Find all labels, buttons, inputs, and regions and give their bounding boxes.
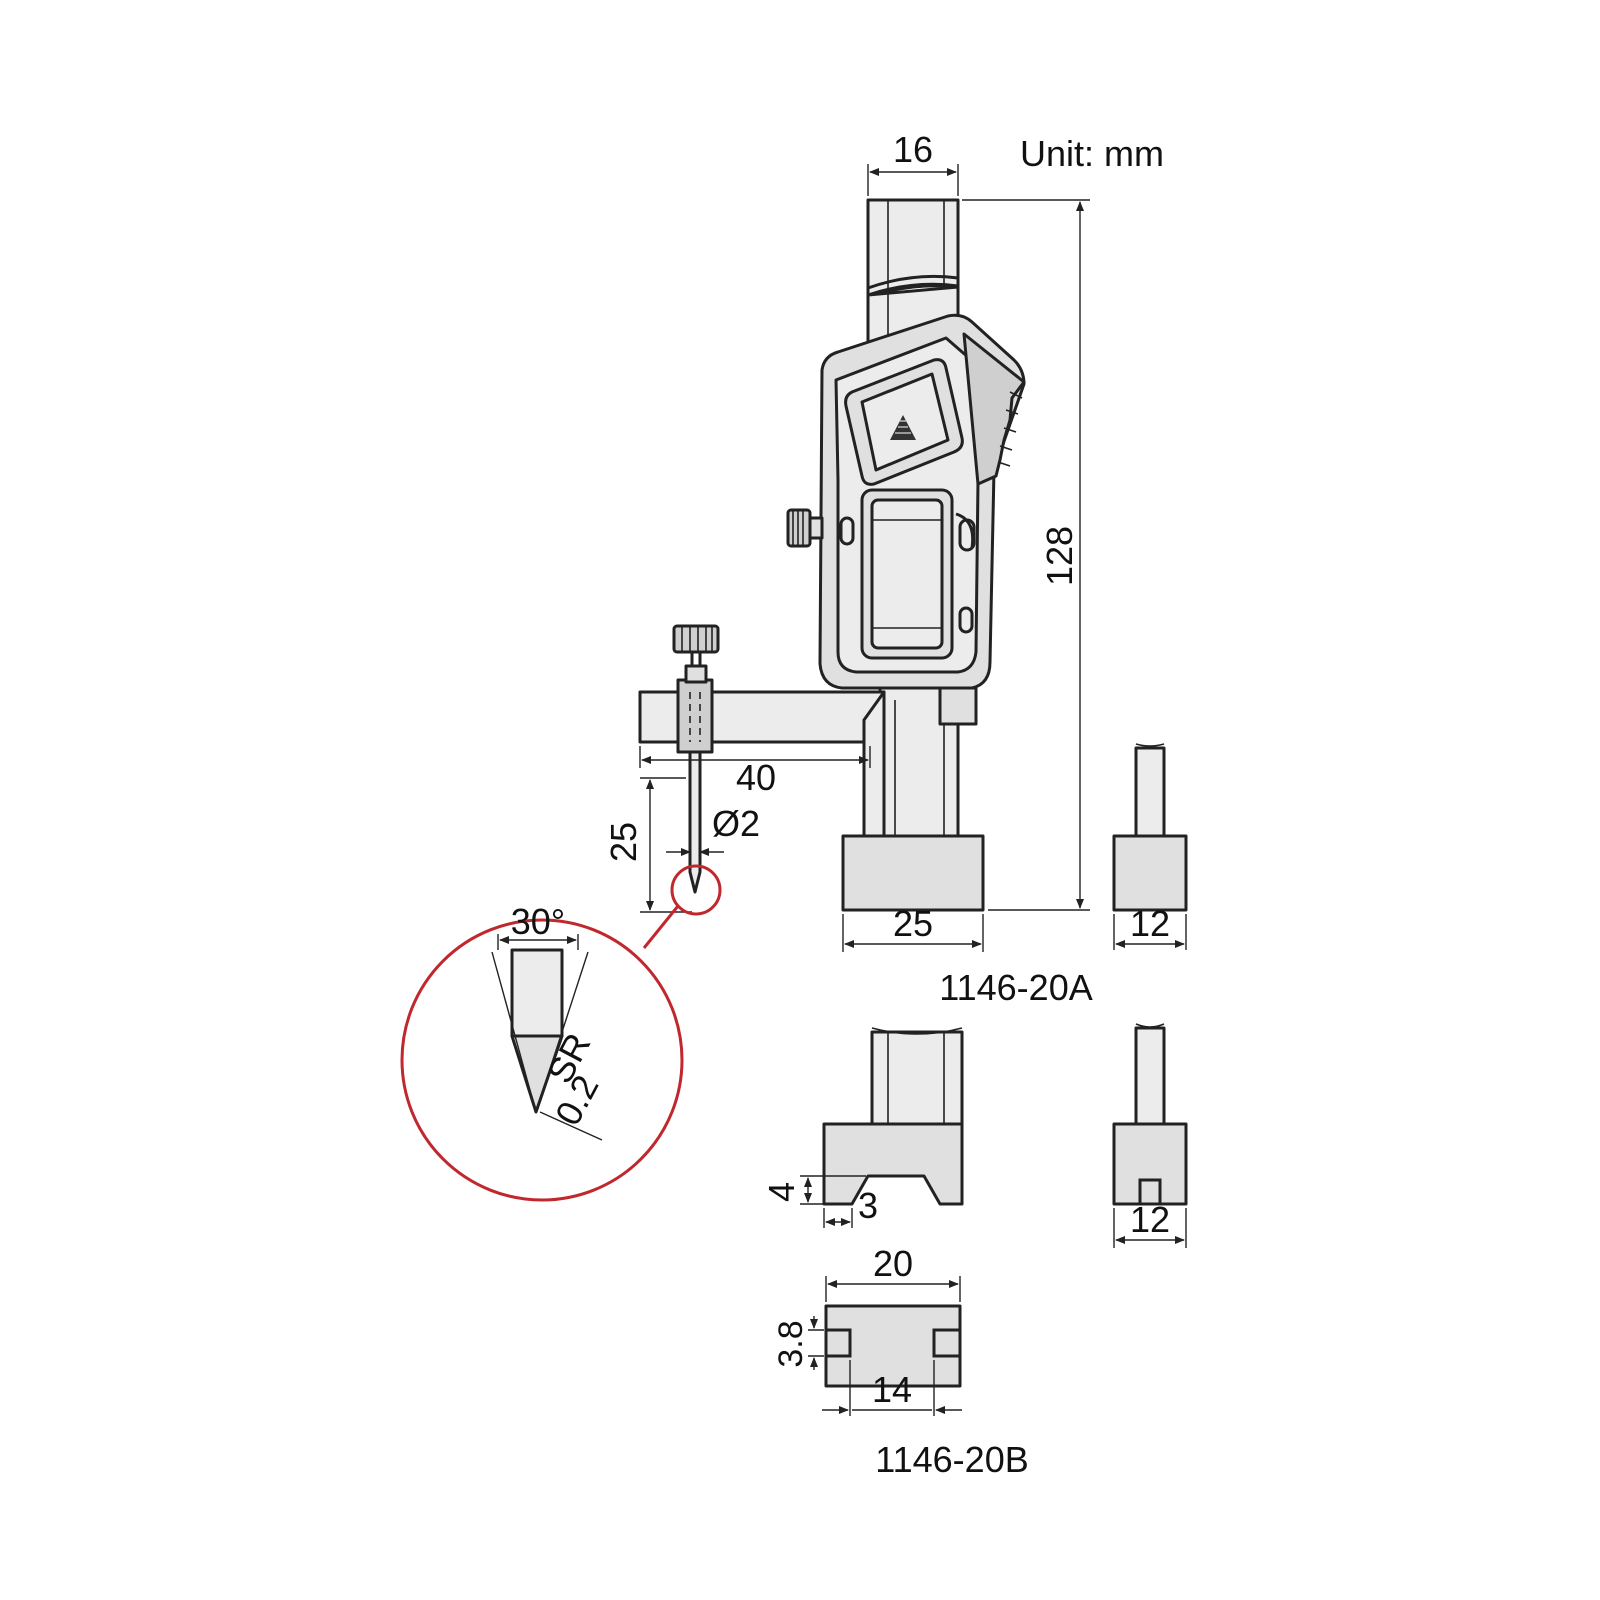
side-view-a: 12 (1112, 743, 1188, 950)
svg-text:12: 12 (1130, 1199, 1170, 1240)
scriber-knob (672, 624, 720, 654)
model-label-a: 1146-20A (939, 967, 1092, 1008)
detail-callout: 30° SR 0.2 (400, 864, 722, 1202)
svg-text:128: 128 (1039, 526, 1080, 586)
dim-total-height: 128 (962, 199, 1090, 911)
side-slot-left (839, 516, 855, 546)
dim-base-width: 25 (842, 903, 984, 952)
model-label-b: 1146-20B (875, 1439, 1028, 1480)
svg-text:3: 3 (858, 1185, 878, 1226)
dim-scriber-diameter: Ø2 (666, 803, 760, 856)
base-b-side: 12 (1112, 1023, 1188, 1248)
scriber-clamp (676, 678, 714, 754)
dim-beam-width: 16 (867, 129, 959, 196)
svg-text:25: 25 (603, 822, 644, 862)
svg-text:3.8: 3.8 (772, 1320, 810, 1367)
svg-text:20: 20 (873, 1243, 913, 1284)
lock-screw (786, 508, 812, 548)
base-b-front: 4 3 (761, 1027, 964, 1228)
svg-text:30°: 30° (511, 901, 565, 942)
svg-text:12: 12 (1130, 903, 1170, 944)
svg-text:40: 40 (736, 757, 776, 798)
scriber-needle (688, 750, 702, 894)
base-b-bottom: 20 3.8 14 (772, 1243, 962, 1416)
unit-label: Unit: mm (1020, 133, 1164, 174)
dim-arm-length: 40 (639, 746, 871, 798)
dim-scriber-length: 25 (603, 777, 692, 913)
svg-text:14: 14 (872, 1369, 912, 1410)
base-block-a (841, 834, 985, 912)
svg-text:16: 16 (893, 129, 933, 170)
svg-text:25: 25 (893, 903, 933, 944)
svg-text:Ø2: Ø2 (712, 803, 760, 844)
svg-text:4: 4 (761, 1182, 802, 1202)
side-slot-right-bottom (958, 606, 974, 634)
height-gauge-main (638, 198, 1026, 912)
fine-adjust-wheel (962, 332, 1026, 486)
